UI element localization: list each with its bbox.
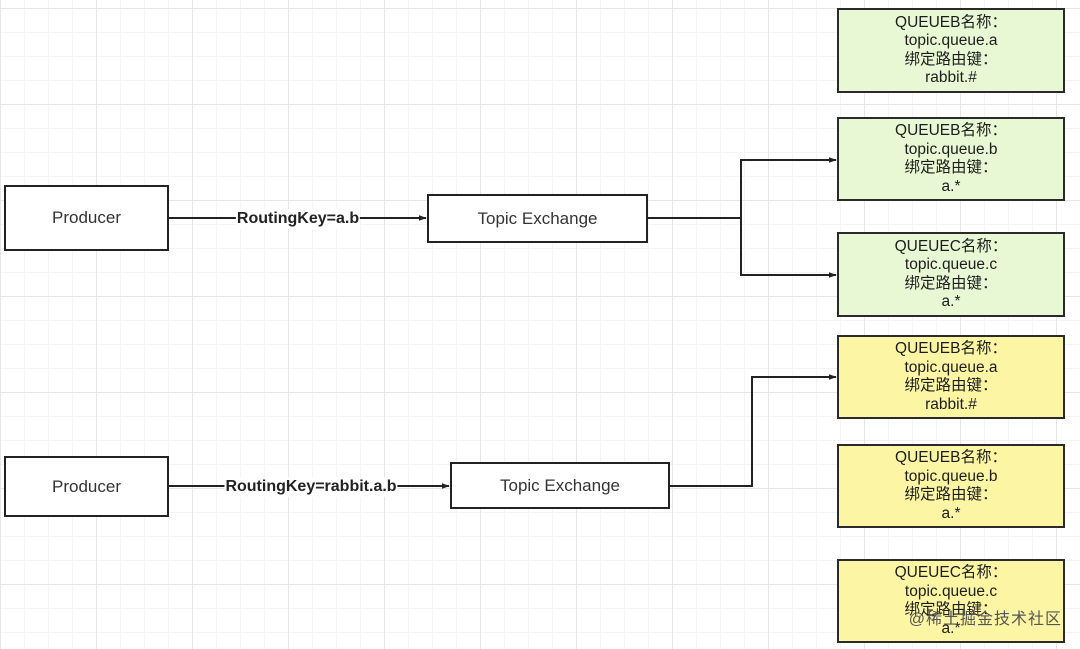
binding-key-value: a.* [941,293,961,310]
arrow-exchange-to-queue-a-2 [669,374,837,487]
queue-box-2-b: QUEUEB名称： topic.queue.b 绑定路由键： a.* [837,444,1065,528]
queue-box-1-a: QUEUEB名称： topic.queue.a 绑定路由键： rabbit.# [837,8,1065,93]
queue-name-value: topic.queue.a [904,32,998,49]
producer-box-2: Producer [4,456,169,517]
binding-key-value: a.* [941,619,961,637]
queue-box-1-b: QUEUEB名称： topic.queue.b 绑定路由键： a.* [837,117,1065,201]
queue-name-label: QUEUEC名称： [894,237,1008,255]
binding-key-value: rabbit.# [925,69,977,86]
binding-key-value: a.* [941,177,961,195]
binding-key-label: 绑定路由键： [904,486,998,503]
topic-exchange-label-2: Topic Exchange [499,475,621,495]
binding-key-label: 绑定路由键： [904,274,998,292]
queue-name-value: topic.queue.a [904,358,998,376]
binding-key-value: rabbit.# [925,395,977,413]
watermark: @稀土掘金技术社区 [908,611,1062,628]
queue-name-value: topic.queue.c [904,582,998,600]
queue-name-value: topic.queue.b [904,467,998,485]
queue-name-label: QUEUEB名称： [895,122,1007,139]
producer-label-1: Producer [52,208,121,227]
queue-name-value: topic.queue.b [904,140,998,158]
routing-key-label-1: RoutingKey=a.b [235,209,361,229]
producer-label-2: Producer [52,476,121,496]
queue-name-label: QUEUEC名称： [894,564,1008,581]
queue-box-1-c: QUEUEC名称： topic.queue.c 绑定路由键： a.* [837,232,1065,317]
queue-name-label: QUEUEB名称： [895,449,1007,466]
binding-key-value: a.* [941,504,961,522]
topic-exchange-box-1: Topic Exchange [427,194,648,243]
queue-name-value: topic.queue.c [904,256,998,273]
producer-box-1: Producer [4,185,169,251]
queue-box-2-c: QUEUEC名称： topic.queue.c 绑定路由键： a.* [837,559,1065,643]
binding-key-label: 绑定路由键： [904,159,998,176]
routing-key-label-2: RoutingKey=rabbit.a.b [224,477,398,497]
queue-name-label: QUEUEB名称： [895,340,1007,357]
binding-key-label: 绑定路由键： [904,377,998,394]
topic-exchange-label-1: Topic Exchange [477,208,598,228]
arrow-exchange-to-queue-b-1 [648,157,837,219]
binding-key-label: 绑定路由键： [904,50,998,68]
topic-exchange-box-2: Topic Exchange [450,462,670,509]
queue-box-2-a: QUEUEB名称： topic.queue.a 绑定路由键： rabbit.# [837,335,1065,419]
binding-key-label: 绑定路由键： [904,601,998,618]
arrow-exchange-to-queue-c-1 [740,218,837,278]
queue-name-label: QUEUEB名称： [895,13,1007,31]
